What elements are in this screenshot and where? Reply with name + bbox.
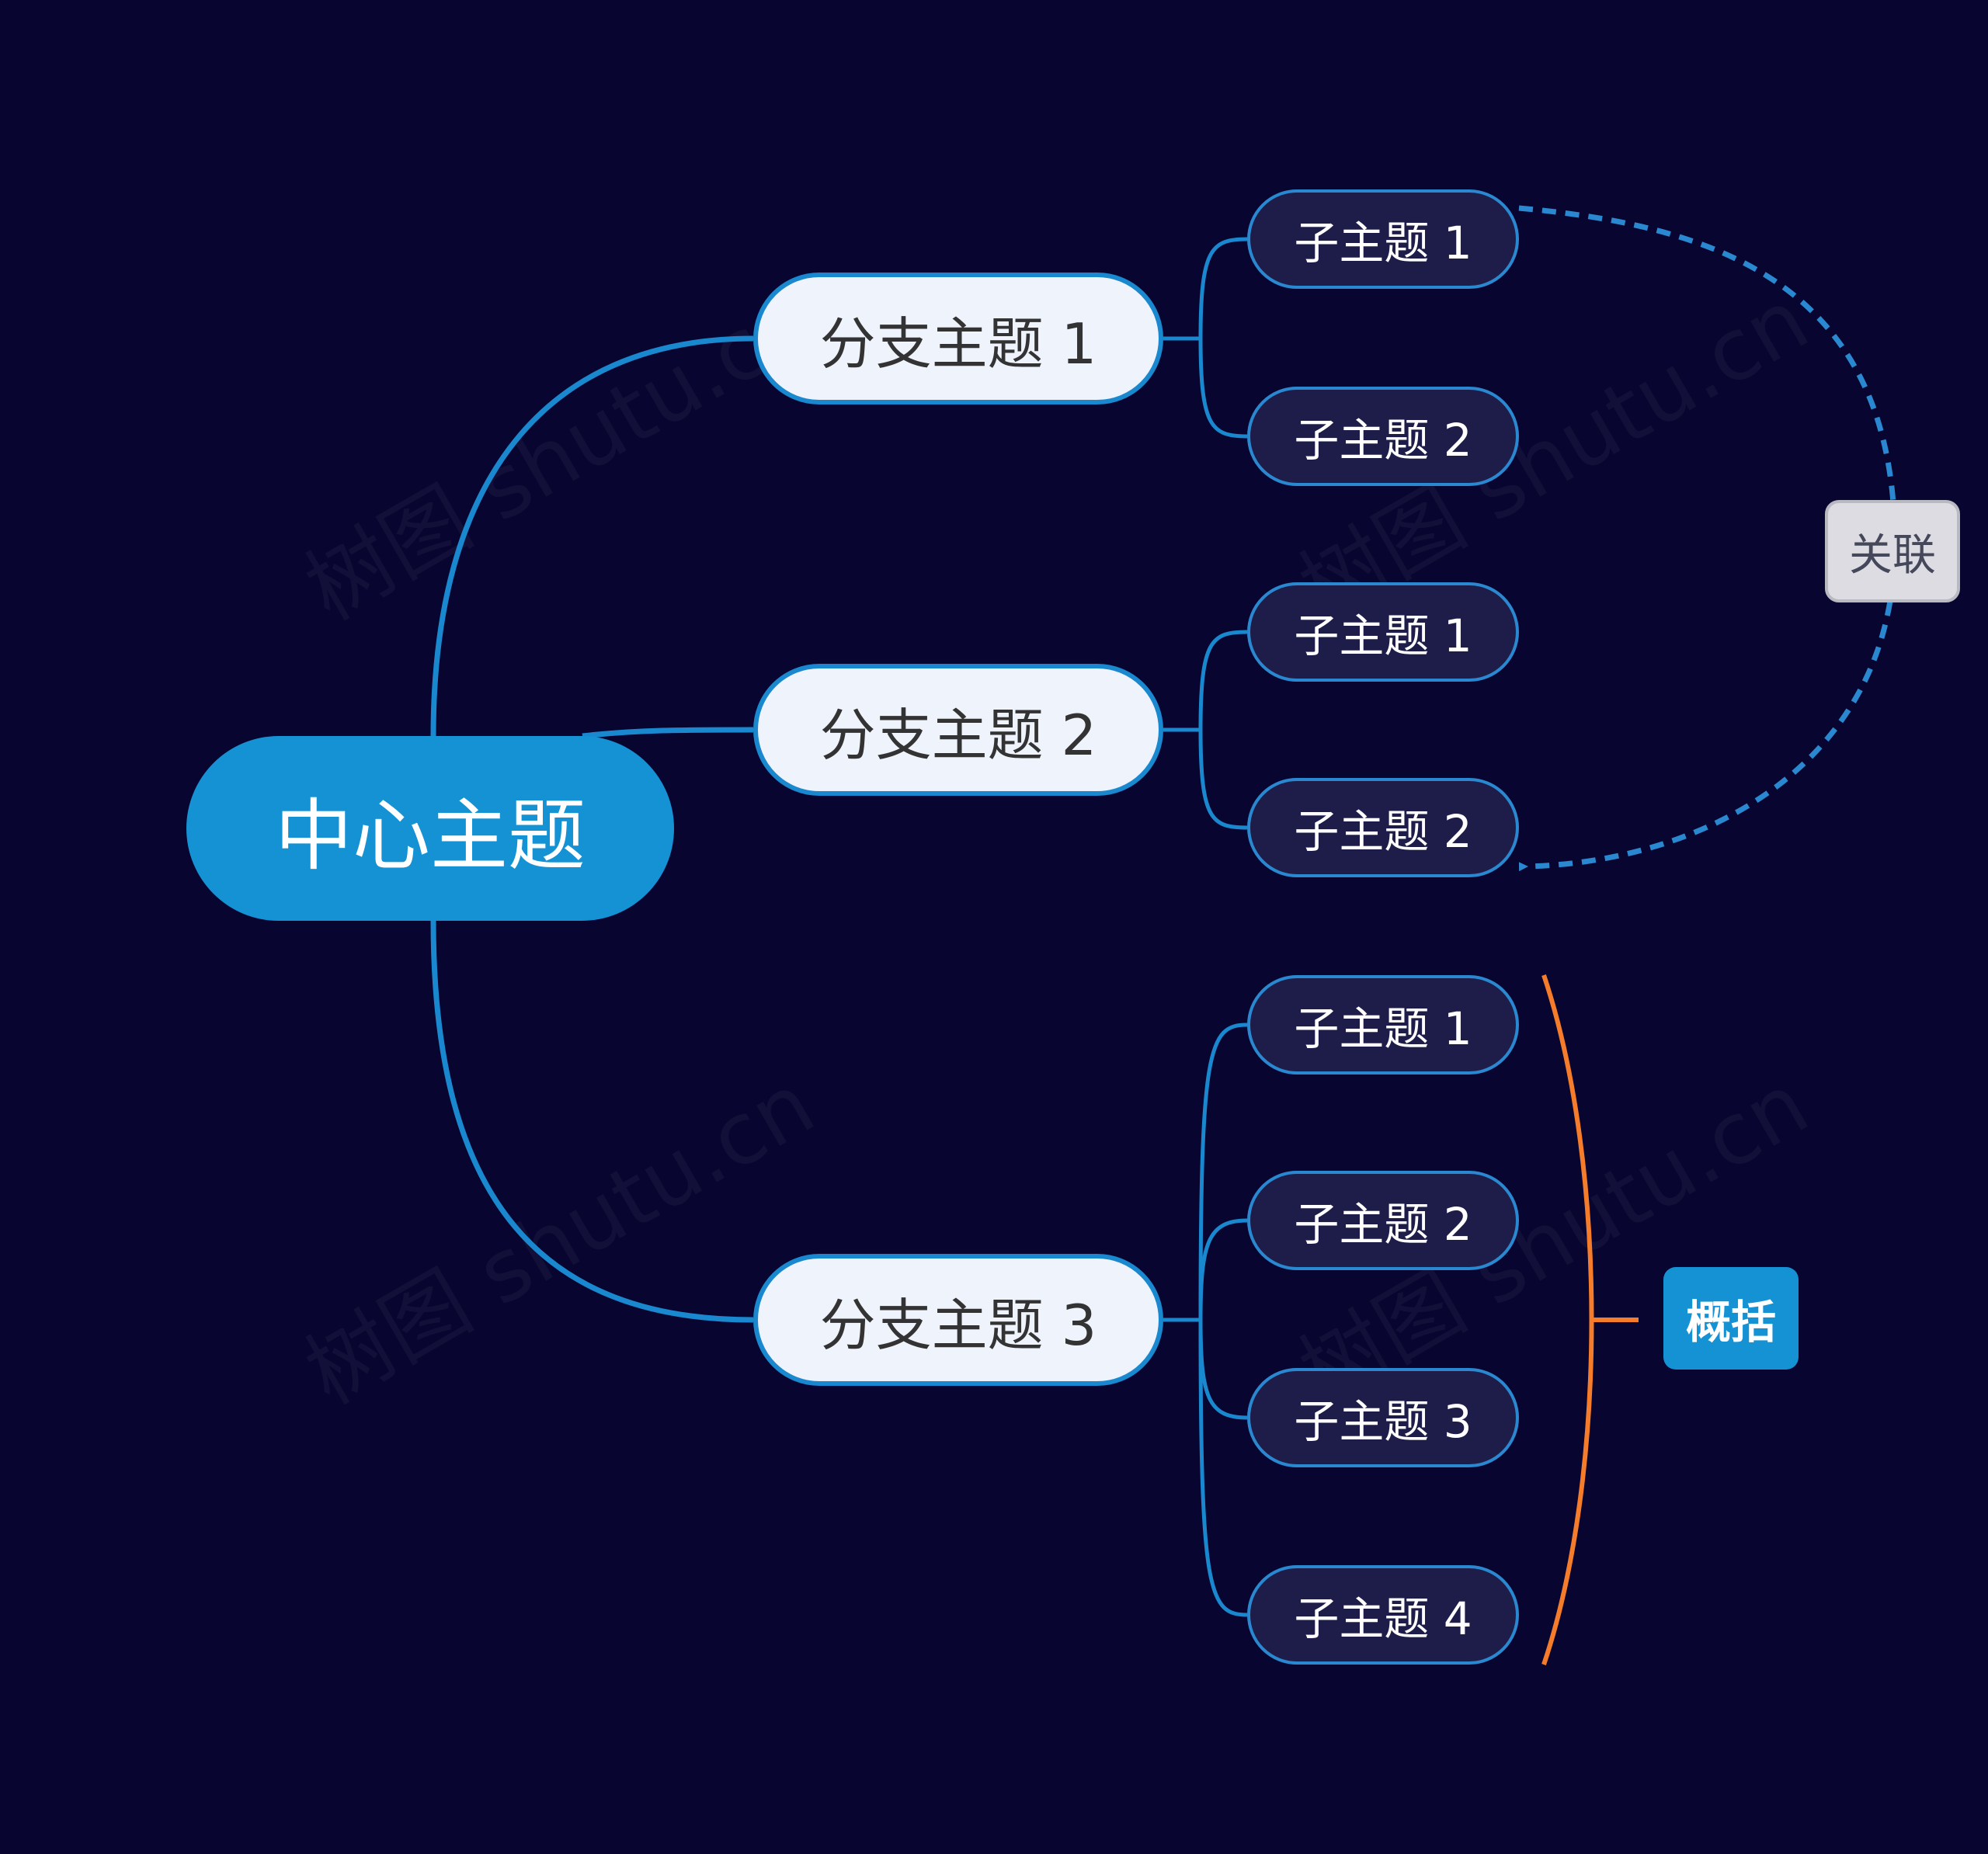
summary-topic-label: 概括 <box>1685 1296 1776 1349</box>
subtopic-2-1[interactable]: 子主题 1 <box>1247 582 1519 682</box>
branch-topic-label: 分支主题 3 <box>819 1292 1097 1358</box>
connector-branch-3-child-4 <box>1198 1319 1248 1617</box>
summary-topic[interactable]: 概括 <box>1663 1267 1799 1370</box>
connector-branch-1-child-2 <box>1198 338 1248 439</box>
subtopic-3-4[interactable]: 子主题 4 <box>1247 1565 1519 1665</box>
subtopic-3-2[interactable]: 子主题 2 <box>1247 1171 1519 1270</box>
connector-central-branch-3 <box>430 920 754 1323</box>
connector-branch-3-child-3 <box>1198 1319 1248 1420</box>
connector-branch-2-child-2 <box>1198 729 1248 830</box>
relationship-label[interactable]: 关联 <box>1825 500 1960 602</box>
summary-bracket <box>1541 974 1594 1665</box>
branch-topic-label: 分支主题 2 <box>819 702 1097 768</box>
subtopic-1-1[interactable]: 子主题 1 <box>1247 189 1519 289</box>
subtopic-label: 子主题 1 <box>1294 1002 1472 1055</box>
subtopic-label: 子主题 2 <box>1294 805 1472 858</box>
subtopic-2-2[interactable]: 子主题 2 <box>1247 778 1519 877</box>
subtopic-label: 子主题 2 <box>1294 1198 1472 1251</box>
relationship-label-text: 关联 <box>1849 529 1936 581</box>
subtopic-1-2[interactable]: 子主题 2 <box>1247 387 1519 486</box>
connector-central-branch-1 <box>430 335 754 737</box>
branch-topic-3[interactable]: 分支主题 3 <box>753 1254 1163 1386</box>
central-topic-label: 中心主题 <box>275 790 586 881</box>
subtopic-label: 子主题 3 <box>1294 1395 1472 1448</box>
subtopic-label: 子主题 2 <box>1294 414 1472 467</box>
subtopic-3-1[interactable]: 子主题 1 <box>1247 975 1519 1075</box>
branch-topic-1[interactable]: 分支主题 1 <box>753 273 1163 404</box>
connector-branch-3-child-2 <box>1198 1218 1248 1321</box>
connector-branch-2-child-1 <box>1163 630 1248 732</box>
central-topic[interactable]: 中心主题 <box>186 736 674 921</box>
connector-branch-3-child-1 <box>1163 1022 1248 1322</box>
branch-topic-2[interactable]: 分支主题 2 <box>753 664 1163 796</box>
subtopic-label: 子主题 1 <box>1294 217 1472 269</box>
connector-branch-1-child-1 <box>1163 237 1248 341</box>
connector-central-branch-2 <box>582 727 754 739</box>
branch-topic-label: 分支主题 1 <box>819 311 1097 377</box>
subtopic-3-3[interactable]: 子主题 3 <box>1247 1368 1519 1467</box>
subtopic-label: 子主题 1 <box>1294 609 1472 662</box>
subtopic-label: 子主题 4 <box>1294 1592 1472 1645</box>
